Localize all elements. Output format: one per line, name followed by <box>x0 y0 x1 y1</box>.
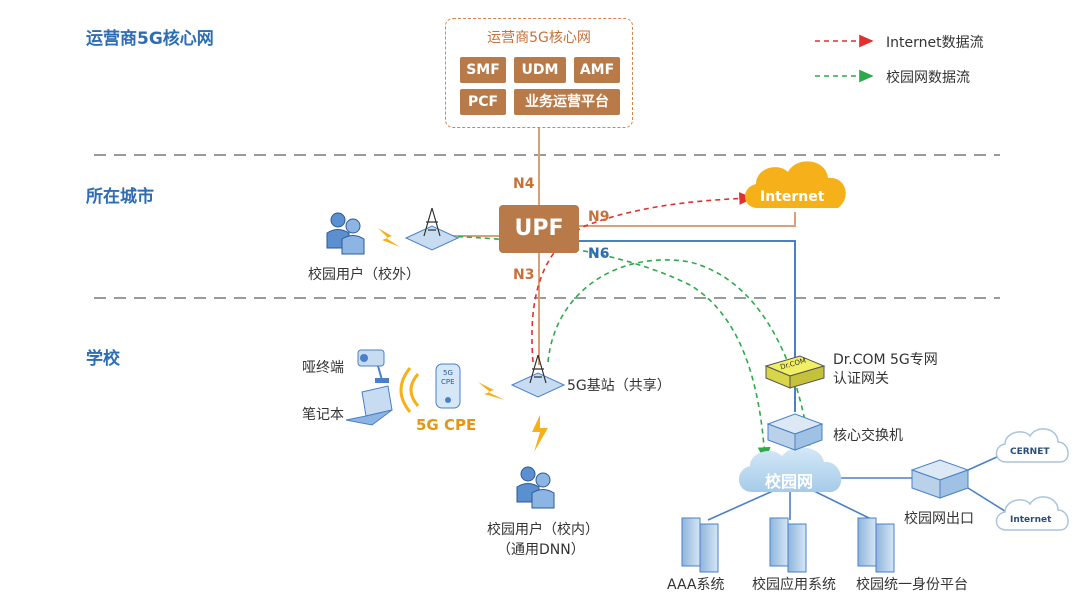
interface-n4: N4 <box>513 176 535 192</box>
nf-pcf: PCF <box>460 89 506 115</box>
campus-exit-router-icon <box>910 459 970 499</box>
internet-cloud-main <box>744 161 846 208</box>
internet-cloud-main-label: Internet <box>760 189 825 205</box>
core-network-title: 运营商5G核心网 <box>487 30 591 46</box>
offcampus-lightning-icon <box>378 228 400 247</box>
identity-label: 校园统一身份平台 <box>856 577 968 593</box>
oncampus-users-label-2: （通用DNN） <box>497 542 585 558</box>
base-station-icon <box>510 354 566 398</box>
base-station-label: 5G基站（共享） <box>567 378 671 394</box>
campus-app-label: 校园应用系统 <box>752 577 836 593</box>
offcampus-users-icon <box>326 212 365 255</box>
oncampus-users-icon <box>516 466 555 509</box>
cernet-cloud-label: CERNET <box>1010 447 1050 457</box>
exit-internet-link <box>967 487 1009 514</box>
laptop-icon <box>345 385 393 426</box>
legend-internet-label: Internet数据流 <box>886 35 984 51</box>
zone-label-school: 学校 <box>86 349 120 369</box>
nf-udm: UDM <box>514 57 566 83</box>
gateway-label-1: Dr.COM 5G专网 <box>833 352 938 368</box>
core-switch-icon <box>766 413 824 451</box>
interface-n6: N6 <box>588 246 610 262</box>
offcampus-tower-icon <box>404 207 460 251</box>
n6-link <box>579 240 796 358</box>
cpe-lightning-icon <box>478 382 505 400</box>
campus-cloud <box>738 447 842 492</box>
campus-app-server-icon <box>769 517 807 573</box>
aaa-label: AAA系统 <box>667 577 725 593</box>
campus-cloud-label: 校园网 <box>765 472 814 491</box>
cpe-device-text-2: CPE <box>441 378 455 386</box>
upf-node: UPF <box>499 205 579 253</box>
n9-link <box>579 212 796 227</box>
internet-cloud-small <box>995 496 1069 531</box>
oncampus-users-label-1: 校园用户（校内） <box>487 522 599 538</box>
internet-cloud-small-label: Internet <box>1010 515 1052 525</box>
cpe-label: 5G CPE <box>416 416 477 434</box>
nf-smf: SMF <box>460 57 506 83</box>
gateway-label-2: 认证网关 <box>833 371 889 387</box>
cpe-device-icon <box>435 363 461 409</box>
campus-flow-offcampus <box>439 235 771 462</box>
nf-amf: AMF <box>574 57 620 83</box>
core-network-box: 运营商5G核心网 SMF UDM AMF PCF 业务运营平台 <box>445 18 633 128</box>
nf-service-platform: 业务运营平台 <box>514 89 620 115</box>
oncampus-lightning-icon <box>532 415 548 452</box>
wifi-waves-icon <box>399 367 420 413</box>
zone-label-city: 所在城市 <box>86 187 154 207</box>
core-switch-label: 核心交换机 <box>833 428 903 444</box>
camera-icon <box>357 349 389 383</box>
interface-n3: N3 <box>513 267 535 283</box>
laptop-label: 笔记本 <box>302 407 344 423</box>
gateway-device-icon <box>764 355 826 389</box>
offcampus-users-label: 校园用户（校外） <box>308 267 420 283</box>
dumb-terminal-label: 哑终端 <box>302 360 344 376</box>
aaa-server-icon <box>681 517 719 573</box>
identity-server-icon <box>857 517 895 573</box>
interface-n9: N9 <box>588 209 610 225</box>
legend-campus-label: 校园网数据流 <box>886 70 970 86</box>
cernet-cloud <box>995 428 1069 463</box>
campus-identity-link <box>811 489 874 521</box>
internet-flow-path <box>531 192 754 363</box>
cpe-device-text-1: 5G <box>443 369 453 377</box>
campus-exit-label: 校园网出口 <box>904 511 974 527</box>
campus-aaa-link <box>707 489 776 521</box>
zone-label-operator: 运营商5G核心网 <box>86 29 214 49</box>
